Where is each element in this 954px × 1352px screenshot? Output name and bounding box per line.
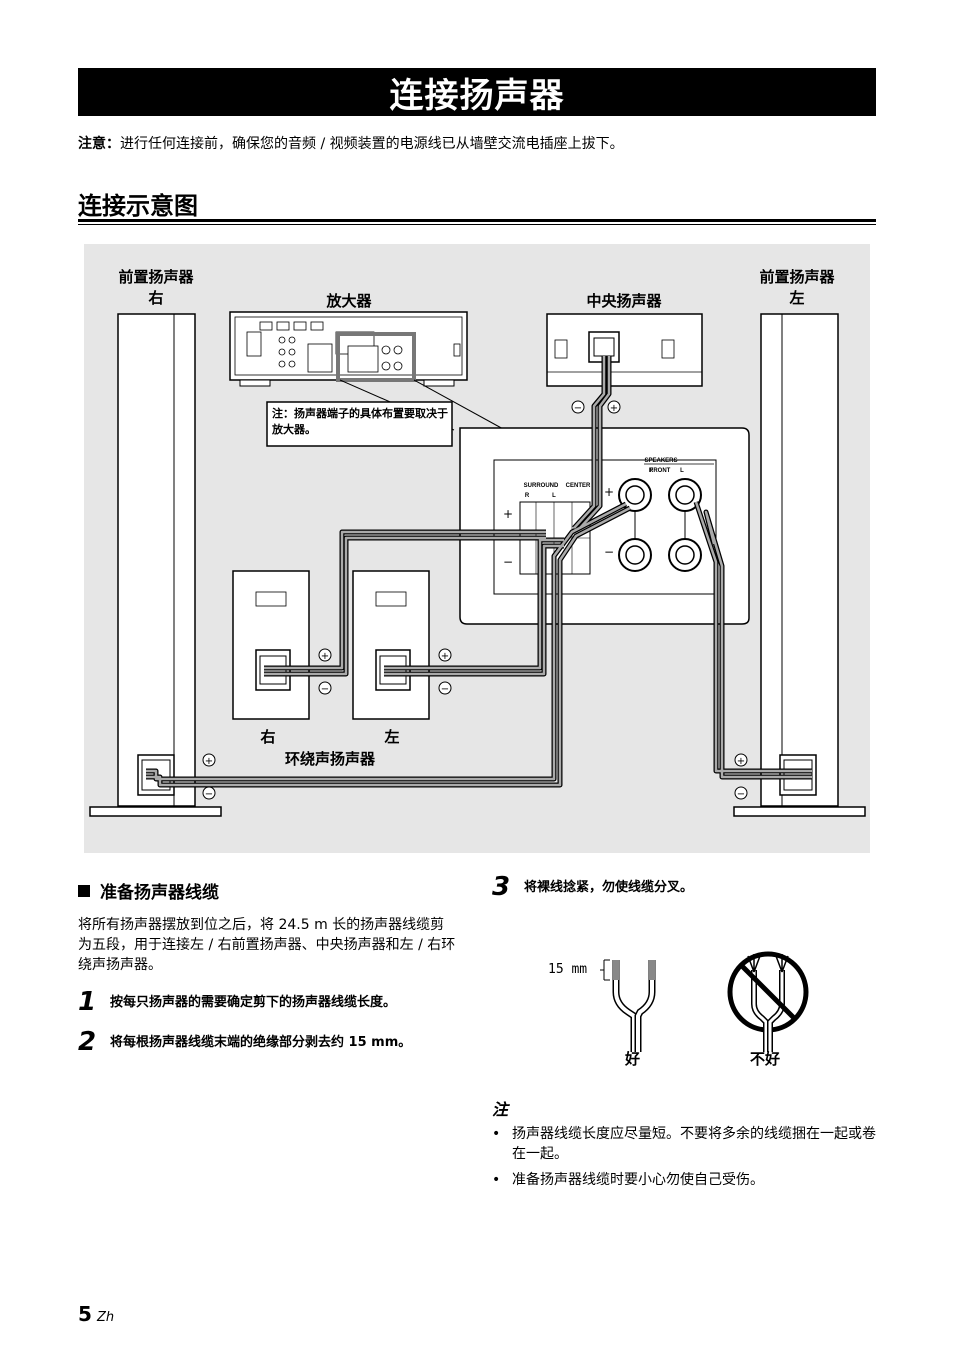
surround-right-speaker xyxy=(232,570,310,720)
step-1-text: 按每只扬声器的需要确定剪下的扬声器线缆长度。 xyxy=(110,995,397,1010)
speakers-label: SPEAKERS xyxy=(644,458,677,464)
wire-bad-label: 不好 xyxy=(750,1050,781,1068)
notice-text: 进行任何连接前，确保您的音频 / 视频装置的电源线已从墙壁交流电插座上拔下。 xyxy=(120,136,624,152)
section-rule-thin xyxy=(78,224,876,225)
prep-heading: 准备扬声器线缆 xyxy=(78,878,458,903)
step-3-text: 将裸线捻紧，勿使线缆分叉。 xyxy=(524,880,694,895)
amp-note-box xyxy=(266,401,453,447)
prep-section: 准备扬声器线缆 将所有扬声器摆放到位之后，将 24.5 m 长的扬声器线缆剪为五… xyxy=(78,878,458,1055)
square-bullet-icon xyxy=(78,884,90,897)
sign-fr-plus: + xyxy=(205,756,213,767)
label-front-left: 前置扬声器 左 xyxy=(749,266,845,308)
wire-good-label: 好 xyxy=(625,1050,641,1068)
surround-label: SURROUND xyxy=(524,483,559,489)
step-1-number: 1 xyxy=(78,987,97,1017)
panel-texts: SPEAKERS FRONT SURROUND CENTER R L R L xyxy=(524,458,685,499)
notice-label: 注意： xyxy=(78,136,120,152)
good-wire-icon xyxy=(600,959,656,1052)
amp-note-text: 注：扬声器端子的具体布置要取决于放大器。 xyxy=(272,407,448,436)
step-1: 1 按每只扬声器的需要确定剪下的扬声器线缆长度。 xyxy=(78,989,458,1015)
prep-heading-text: 准备扬声器线缆 xyxy=(100,883,219,903)
page-title: 连接扬声器 xyxy=(78,68,876,116)
center-speaker xyxy=(546,313,703,387)
panel-minus: − xyxy=(503,555,513,569)
wire-illustration: 15 mm 好 不好 xyxy=(492,912,876,1068)
label-front-right-line2: 右 xyxy=(148,289,164,307)
surround-r-mark: R xyxy=(525,493,530,499)
polarity-markers xyxy=(202,400,748,800)
front-plus: + xyxy=(604,485,614,499)
page-number-value: 5 xyxy=(78,1302,92,1326)
polarity-signs: − + + − + − + − + − + − + − xyxy=(205,403,745,800)
terminal-panel xyxy=(459,427,750,625)
panel-plus: + xyxy=(503,507,513,521)
step-3-number: 3 xyxy=(492,872,511,902)
front-right-speaker xyxy=(89,313,222,817)
sign-sl-minus: − xyxy=(441,684,449,695)
front-minus: − xyxy=(604,545,614,559)
wire-length-label: 15 mm xyxy=(548,962,588,977)
step-2-text: 将每根扬声器线缆末端的绝缘部分剥去约 15 mm。 xyxy=(110,1035,412,1050)
notes-list: 扬声器线缆长度应尽量短。不要将多余的线缆捆在一起或卷在一起。 准备扬声器线缆时要… xyxy=(492,1124,876,1190)
label-surround-right: 右 xyxy=(260,728,276,746)
label-surround: 环绕声扬声器 xyxy=(284,750,375,768)
section-title: 连接示意图 xyxy=(78,192,198,220)
label-center: 中央扬声器 xyxy=(586,292,662,310)
sign-sr-plus: + xyxy=(321,651,329,662)
sign-fl-plus: + xyxy=(737,756,745,767)
label-front-left-line1: 前置扬声器 xyxy=(759,268,835,286)
step-2: 2 将每根扬声器线缆末端的绝缘部分剥去约 15 mm。 xyxy=(78,1029,458,1055)
note-item: 准备扬声器线缆时要小心勿使自己受伤。 xyxy=(492,1170,876,1190)
amplifier-unit xyxy=(229,311,506,431)
front-label: FRONT xyxy=(650,468,671,474)
step-3: 3 将裸线捻紧，勿使线缆分叉。 xyxy=(492,874,876,900)
page-lang: Zh xyxy=(97,1310,115,1325)
surround-l-mark: L xyxy=(552,493,556,499)
sign-fr-minus: − xyxy=(205,789,213,800)
connection-diagram: − + + − + − + − + − + − + − SPEAKERS FRO… xyxy=(84,244,870,853)
prep-body: 将所有扬声器摆放到位之后，将 24.5 m 长的扬声器线缆剪为五段，用于连接左 … xyxy=(78,917,456,973)
wire-drawing xyxy=(600,951,809,1052)
label-amplifier: 放大器 xyxy=(326,292,372,310)
page-number: 5 Zh xyxy=(78,1302,114,1326)
sign-fl-minus: − xyxy=(737,789,745,800)
front-r-mark: R xyxy=(649,468,654,474)
sign-sl-plus: + xyxy=(441,651,449,662)
front-l-mark: L xyxy=(680,468,684,474)
bad-wire-icon xyxy=(727,951,809,1052)
note-item: 扬声器线缆长度应尽量短。不要将多余的线缆捆在一起或卷在一起。 xyxy=(492,1124,876,1164)
sign-center-plus: + xyxy=(610,403,618,414)
label-front-right-line1: 前置扬声器 xyxy=(118,268,194,286)
label-front-left-line2: 左 xyxy=(789,289,805,307)
notes-heading: 注 xyxy=(492,1100,509,1119)
label-front-right: 前置扬声器 右 xyxy=(108,266,204,308)
speaker-cables xyxy=(146,356,812,788)
label-surround-left: 左 xyxy=(384,728,400,746)
diagram-drawing: − + + − + − + − + − + − + − SPEAKERS FRO… xyxy=(89,311,866,817)
sign-center-minus: − xyxy=(574,403,582,414)
section-rule xyxy=(78,219,876,222)
center-label: CENTER xyxy=(566,483,591,489)
front-left-speaker xyxy=(733,313,866,817)
sign-sr-minus: − xyxy=(321,684,329,695)
step3-section: 3 将裸线捻紧，勿使线缆分叉。 xyxy=(492,874,876,1196)
step-2-number: 2 xyxy=(78,1027,97,1057)
surround-left-speaker xyxy=(352,570,430,720)
notice: 注意：进行任何连接前，确保您的音频 / 视频装置的电源线已从墙壁交流电插座上拔下… xyxy=(78,133,624,153)
